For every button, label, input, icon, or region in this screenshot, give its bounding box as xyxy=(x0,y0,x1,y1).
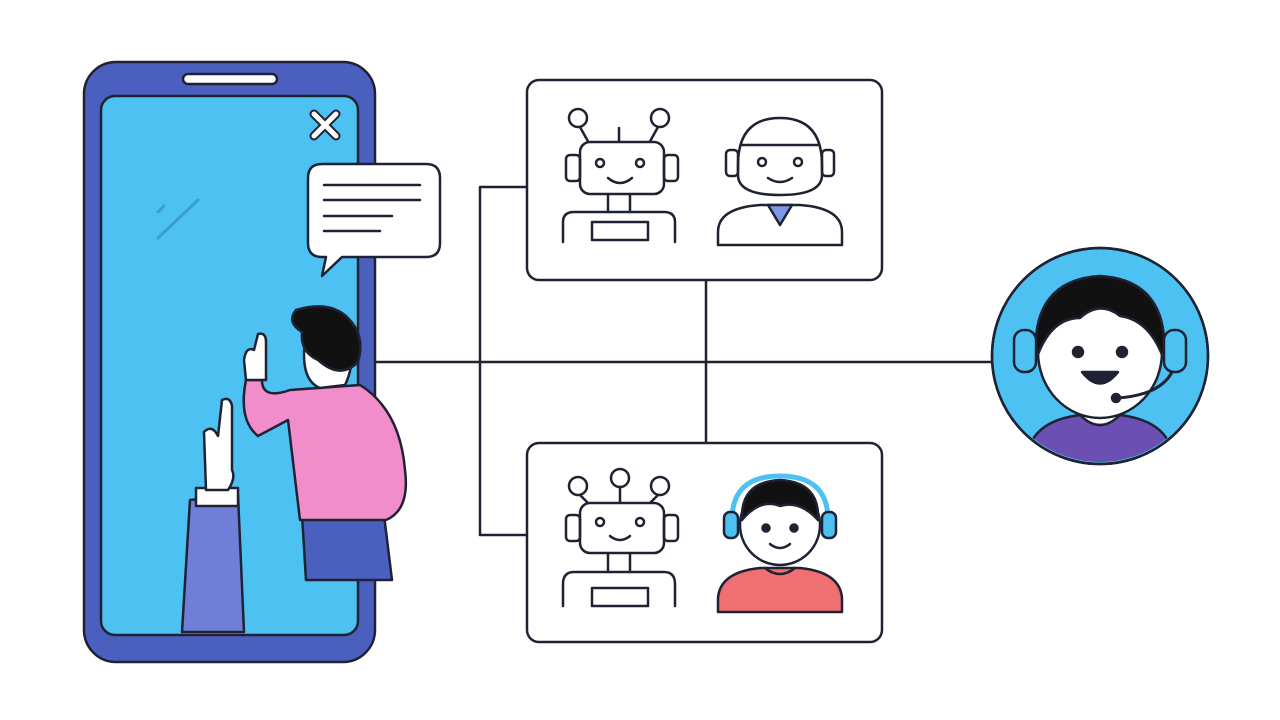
android-robot-icon xyxy=(716,116,844,247)
close-icon[interactable] xyxy=(309,109,341,141)
support-agent-avatar-icon xyxy=(990,246,1210,466)
robot-icon xyxy=(561,107,680,244)
person-figure xyxy=(180,305,408,634)
connector-lines xyxy=(373,185,994,537)
bot-panel-bottom xyxy=(525,441,884,644)
bot-panel-top xyxy=(525,78,884,282)
robot-icon xyxy=(561,467,680,608)
chat-bubble-icon xyxy=(306,162,442,278)
headset-agent-icon xyxy=(716,473,844,614)
